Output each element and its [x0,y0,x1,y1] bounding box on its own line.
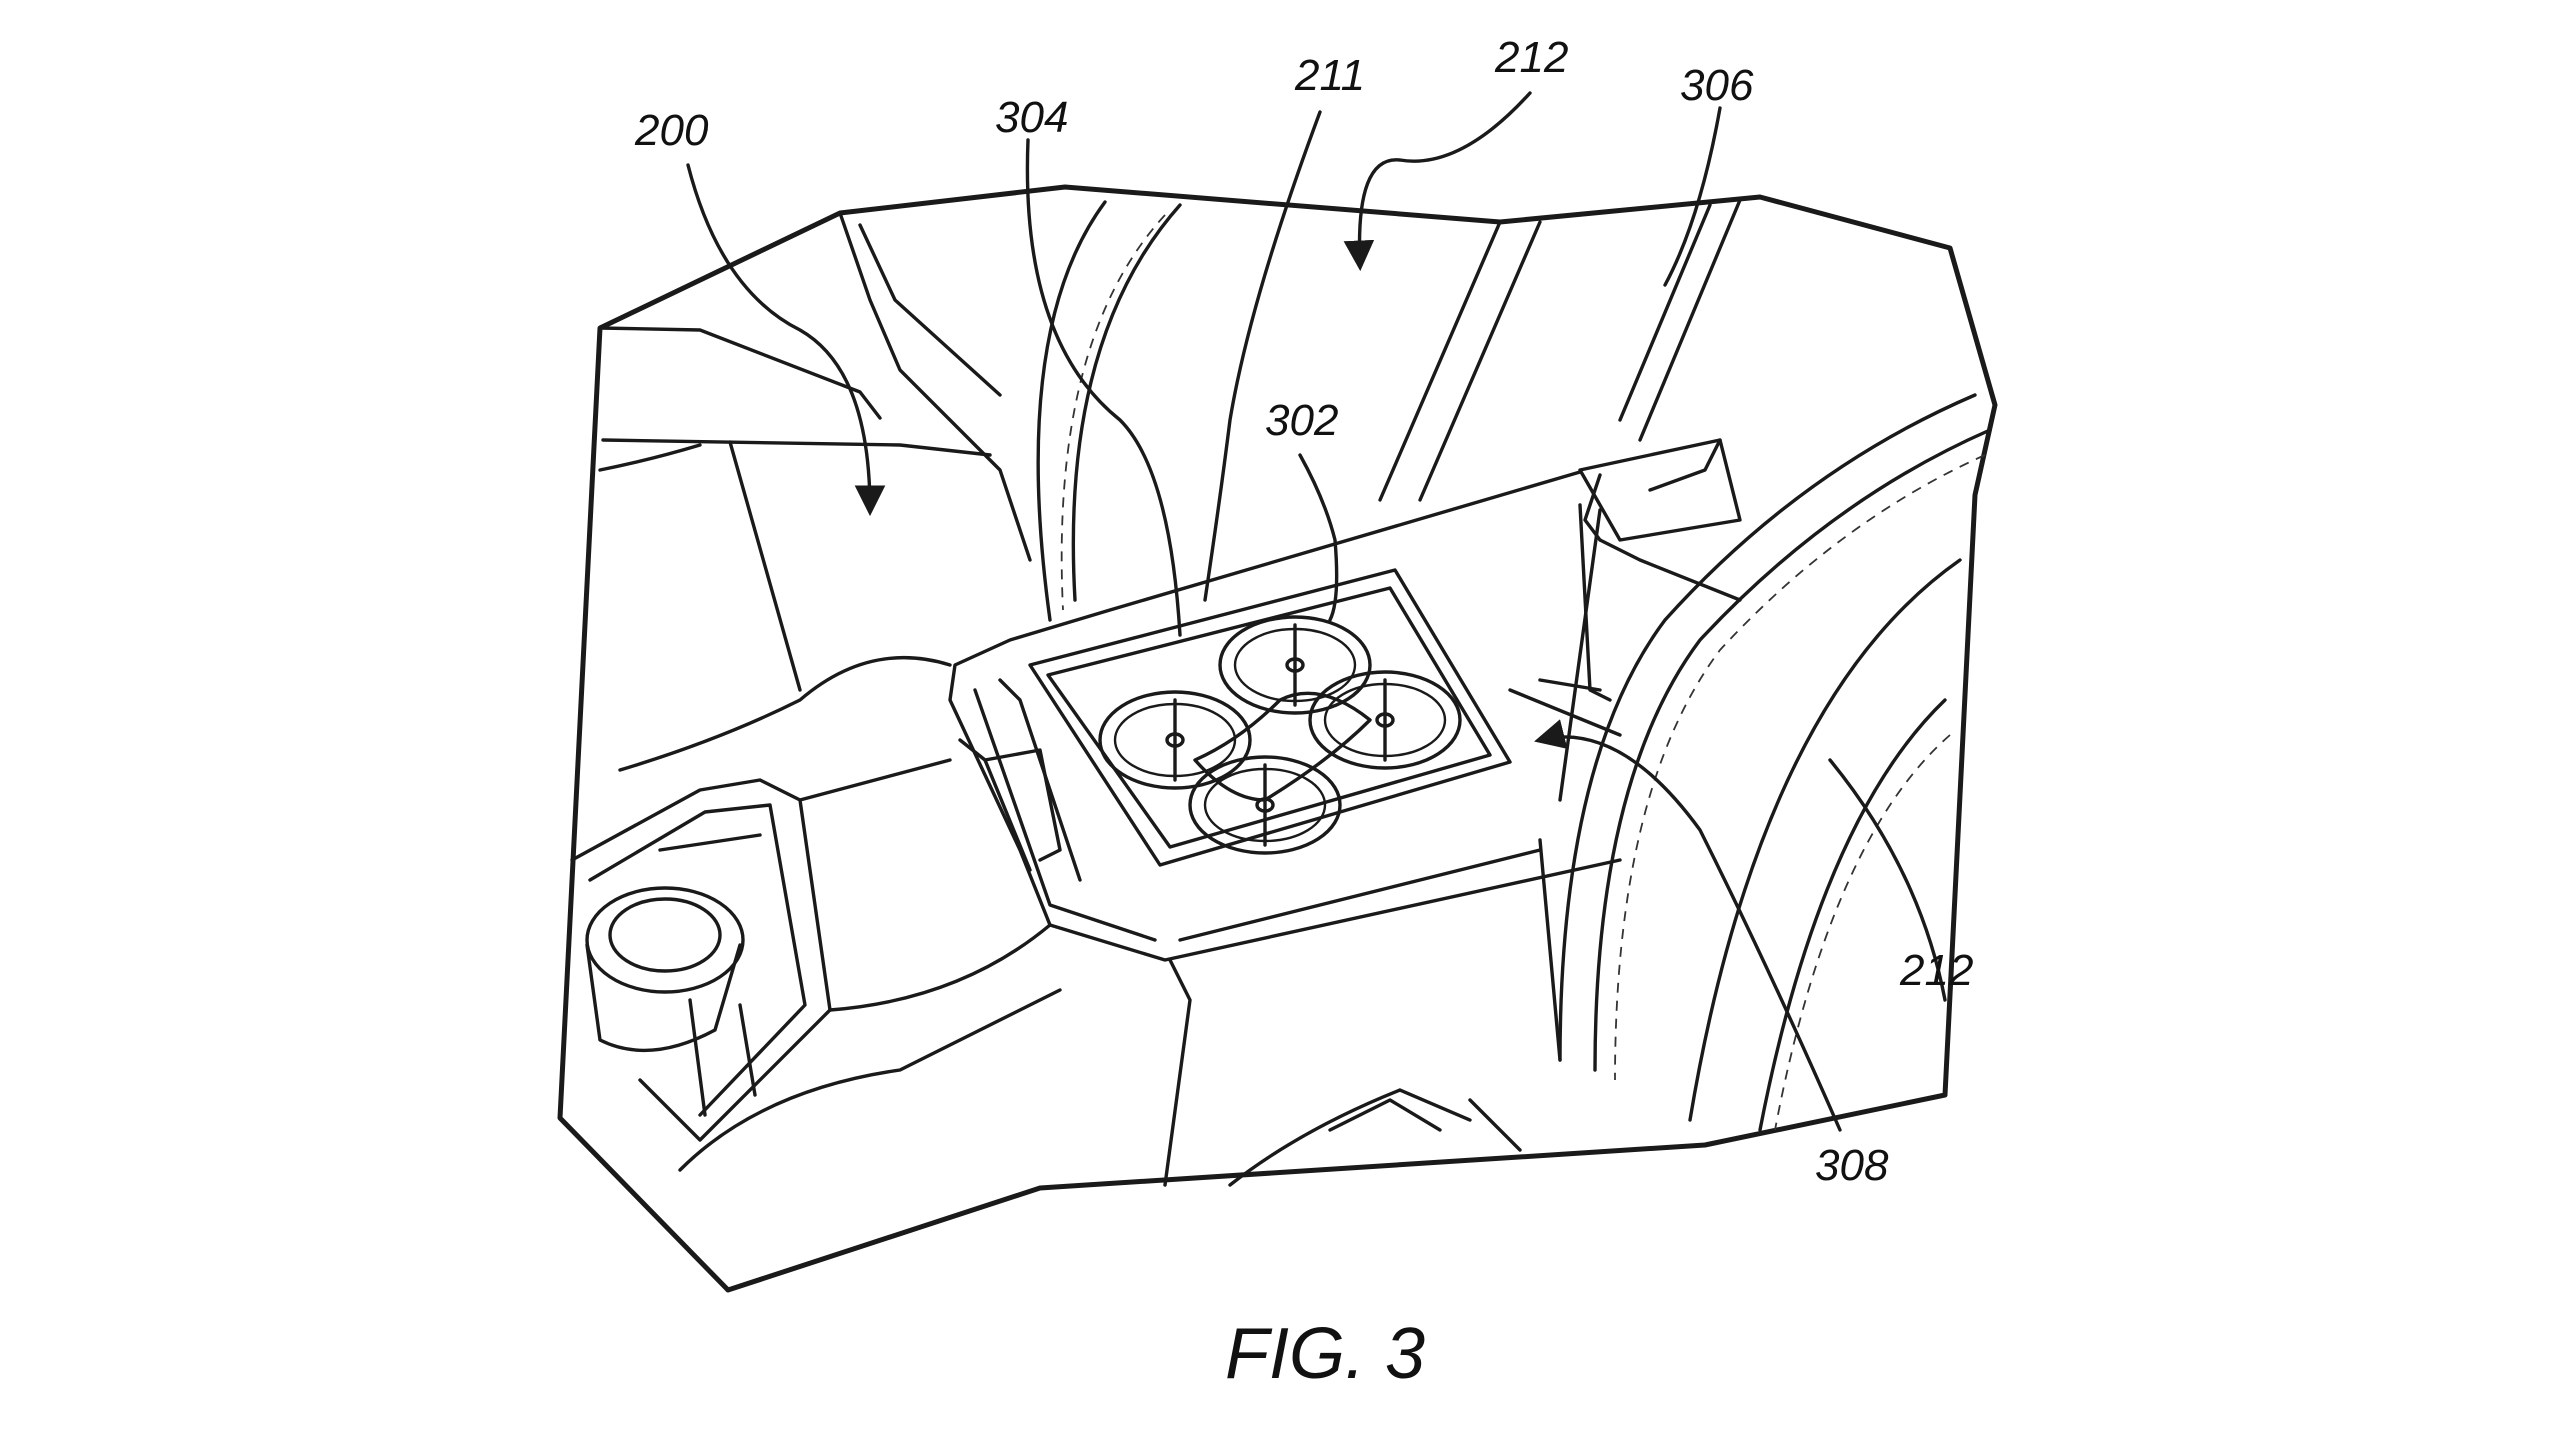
ref-numeral-308: 308 [1815,1141,1889,1190]
ref-numeral-212-right: 212 [1899,946,1973,995]
ref-numeral-212-top: 212 [1494,33,1568,82]
leader-lines [686,91,1947,1132]
ref-numeral-200: 200 [634,106,709,155]
ref-numeral-211: 211 [1294,51,1365,100]
floor-area [1228,838,1562,1187]
interior-view-outline [557,184,1998,1293]
front-console-cupholder [570,758,1062,1172]
drone-landing-pad [1028,568,1512,867]
ref-numeral-302: 302 [1265,396,1338,445]
rear-seat-area [598,211,1032,692]
front-seat-back [1036,198,1742,622]
ref-numeral-304: 304 [995,93,1068,142]
right-front-seat [1558,393,1992,1132]
storage-compartment [1508,438,1742,737]
center-console [618,470,1622,1187]
figure-caption: FIG. 3 [1225,1314,1425,1394]
ref-numeral-306: 306 [1680,61,1754,110]
drone [1098,615,1462,855]
